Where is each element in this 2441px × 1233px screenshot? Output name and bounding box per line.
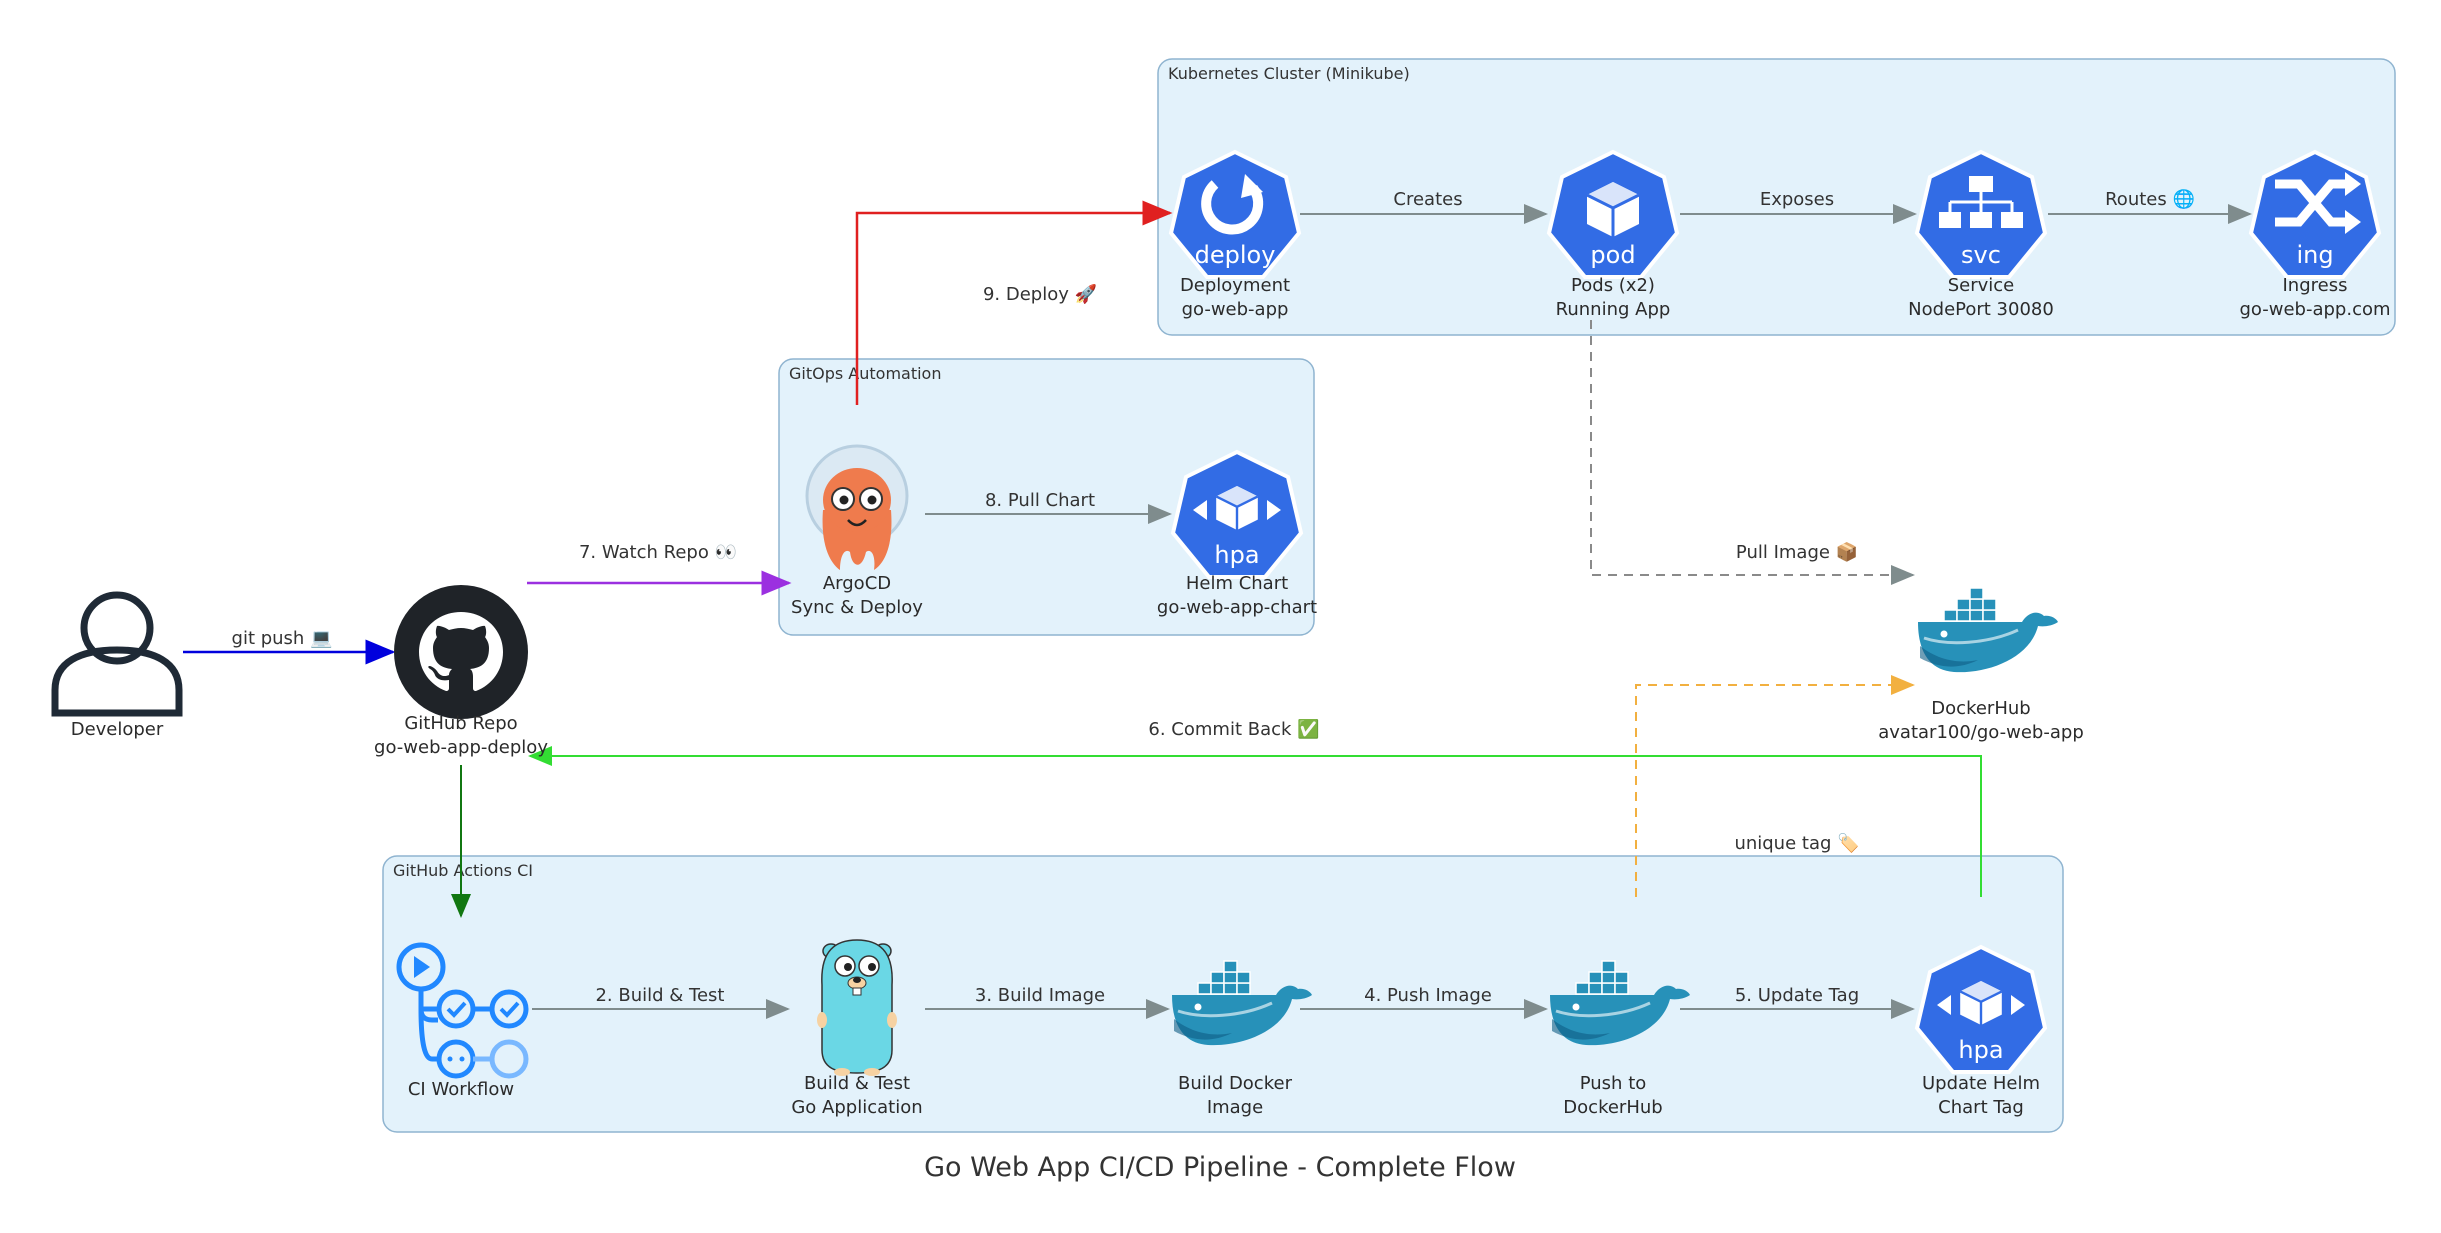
gitops-cluster-label: GitOps Automation [789,364,941,383]
argocd-icon [805,444,909,570]
build-docker-label-1: Build Docker [1178,1073,1293,1094]
build-test-label-2: Go Application [791,1097,922,1118]
edge-label-build-test: 2. Build & Test [595,985,724,1006]
github-icon [394,585,528,719]
node-deployment[interactable]: deploy Deployment go-web-app [1169,150,1301,320]
ingress-label-1: Ingress [2283,275,2348,296]
ing-icon: ing [2249,150,2381,279]
helm-chart-label-1: Helm Chart [1186,573,1288,594]
pods-label-1: Pods (x2) [1571,275,1655,296]
update-helm-label-2: Chart Tag [1938,1097,2024,1118]
node-github-repo[interactable]: GitHub Repo go-web-app-deploy [374,585,548,758]
node-build-docker[interactable]: Build Docker Image [1170,959,1314,1118]
deployment-label-1: Deployment [1180,275,1290,296]
dockerhub-label-1: DockerHub [1931,698,2030,719]
deploy-icon: deploy [1169,150,1301,279]
node-developer[interactable]: Developer [51,591,183,740]
ci-workflow-label: CI Workflow [408,1079,514,1100]
node-helm-chart[interactable]: hpa Helm Chart go-web-app-chart [1157,450,1317,618]
edge-label-commit-back: 6. Commit Back ✅ [1148,718,1319,740]
node-dockerhub[interactable]: DockerHub avatar100/go-web-app [1878,586,2084,743]
kubernetes-cluster-label: Kubernetes Cluster (Minikube) [1168,64,1410,83]
argocd-label-1: ArgoCD [823,573,891,594]
node-push-dockerhub[interactable]: Push to DockerHub [1548,959,1692,1118]
edges [183,200,2252,1019]
edge-label-pull-chart: 8. Pull Chart [985,490,1095,511]
edge-unique-tag [1635,675,1915,897]
node-argocd[interactable]: ArgoCD Sync & Deploy [791,444,923,618]
ingress-label-2: go-web-app.com [2239,299,2390,320]
edge-commit-back [528,746,1982,897]
push-dockerhub-label-2: DockerHub [1563,1097,1662,1118]
docker-icon [1916,586,2060,674]
edge-label-deploy: 9. Deploy 🚀 [983,283,1097,305]
push-dockerhub-label-1: Push to [1580,1073,1647,1094]
edge-label-build-image: 3. Build Image [975,985,1105,1006]
edge-label-exposes: Exposes [1760,189,1834,210]
github-repo-label-2: go-web-app-deploy [374,737,548,758]
ingress-badge: ing [2296,241,2333,269]
github-repo-label-1: GitHub Repo [404,713,517,734]
node-build-test[interactable]: Build & Test Go Application [791,939,923,1118]
page-title: Go Web App CI/CD Pipeline - Complete Flo… [924,1152,1516,1183]
edge-pull-image [1590,320,1915,585]
developer-label: Developer [71,719,164,740]
edge-label-update-tag: 5. Update Tag [1735,985,1859,1006]
deployment-badge: deploy [1195,241,1276,269]
svc-icon: svc [1915,150,2047,279]
pods-label-2: Running App [1556,299,1671,320]
hpa-icon: hpa [1915,945,2047,1074]
node-ci-workflow[interactable]: CI Workflow [396,942,529,1100]
build-test-label-1: Build & Test [804,1073,910,1094]
edge-label-git-push: git push 💻 [232,628,333,649]
pod-icon: pod [1547,150,1679,279]
kubernetes-cluster: Kubernetes Cluster (Minikube) [1157,58,2396,336]
node-update-helm[interactable]: hpa Update Helm Chart Tag [1915,945,2047,1118]
edge-label-watch-repo: 7. Watch Repo 👀 [579,542,737,563]
argocd-label-2: Sync & Deploy [791,597,923,618]
build-docker-label-2: Image [1207,1097,1263,1118]
person-icon [51,591,183,717]
edge-label-push-image: 4. Push Image [1364,985,1492,1006]
update-helm-label-1: Update Helm [1922,1073,2040,1094]
deployment-label-2: go-web-app [1182,299,1289,320]
service-label-1: Service [1948,275,2015,296]
node-pods[interactable]: pod Pods (x2) Running App [1547,150,1679,320]
dockerhub-label-2: avatar100/go-web-app [1878,722,2084,743]
edge-label-creates: Creates [1393,189,1462,210]
workflow-icon [396,942,529,1079]
helm-chart-badge: hpa [1214,541,1259,569]
edge-label-unique-tag: unique tag 🏷️ [1734,832,1859,854]
ci-cluster-label: GitHub Actions CI [393,861,533,880]
pods-badge: pod [1590,241,1635,269]
hpa-icon: hpa [1171,450,1303,579]
service-label-2: NodePort 30080 [1908,299,2054,320]
gitops-cluster: GitOps Automation [778,358,1315,636]
edge-labels: git push 💻 7. Watch Repo 👀 8. Pull Chart… [232,188,2195,1006]
node-ingress[interactable]: ing Ingress go-web-app.com [2239,150,2391,320]
service-badge: svc [1961,241,2001,269]
edge-deploy [855,200,1173,405]
edge-label-pull-image: Pull Image 📦 [1736,541,1858,563]
node-service[interactable]: svc Service NodePort 30080 [1908,150,2054,320]
helm-chart-label-2: go-web-app-chart [1157,597,1317,618]
update-helm-badge: hpa [1958,1036,2003,1064]
edge-label-routes: Routes 🌐 [2105,188,2195,210]
gopher-icon [817,939,897,1076]
